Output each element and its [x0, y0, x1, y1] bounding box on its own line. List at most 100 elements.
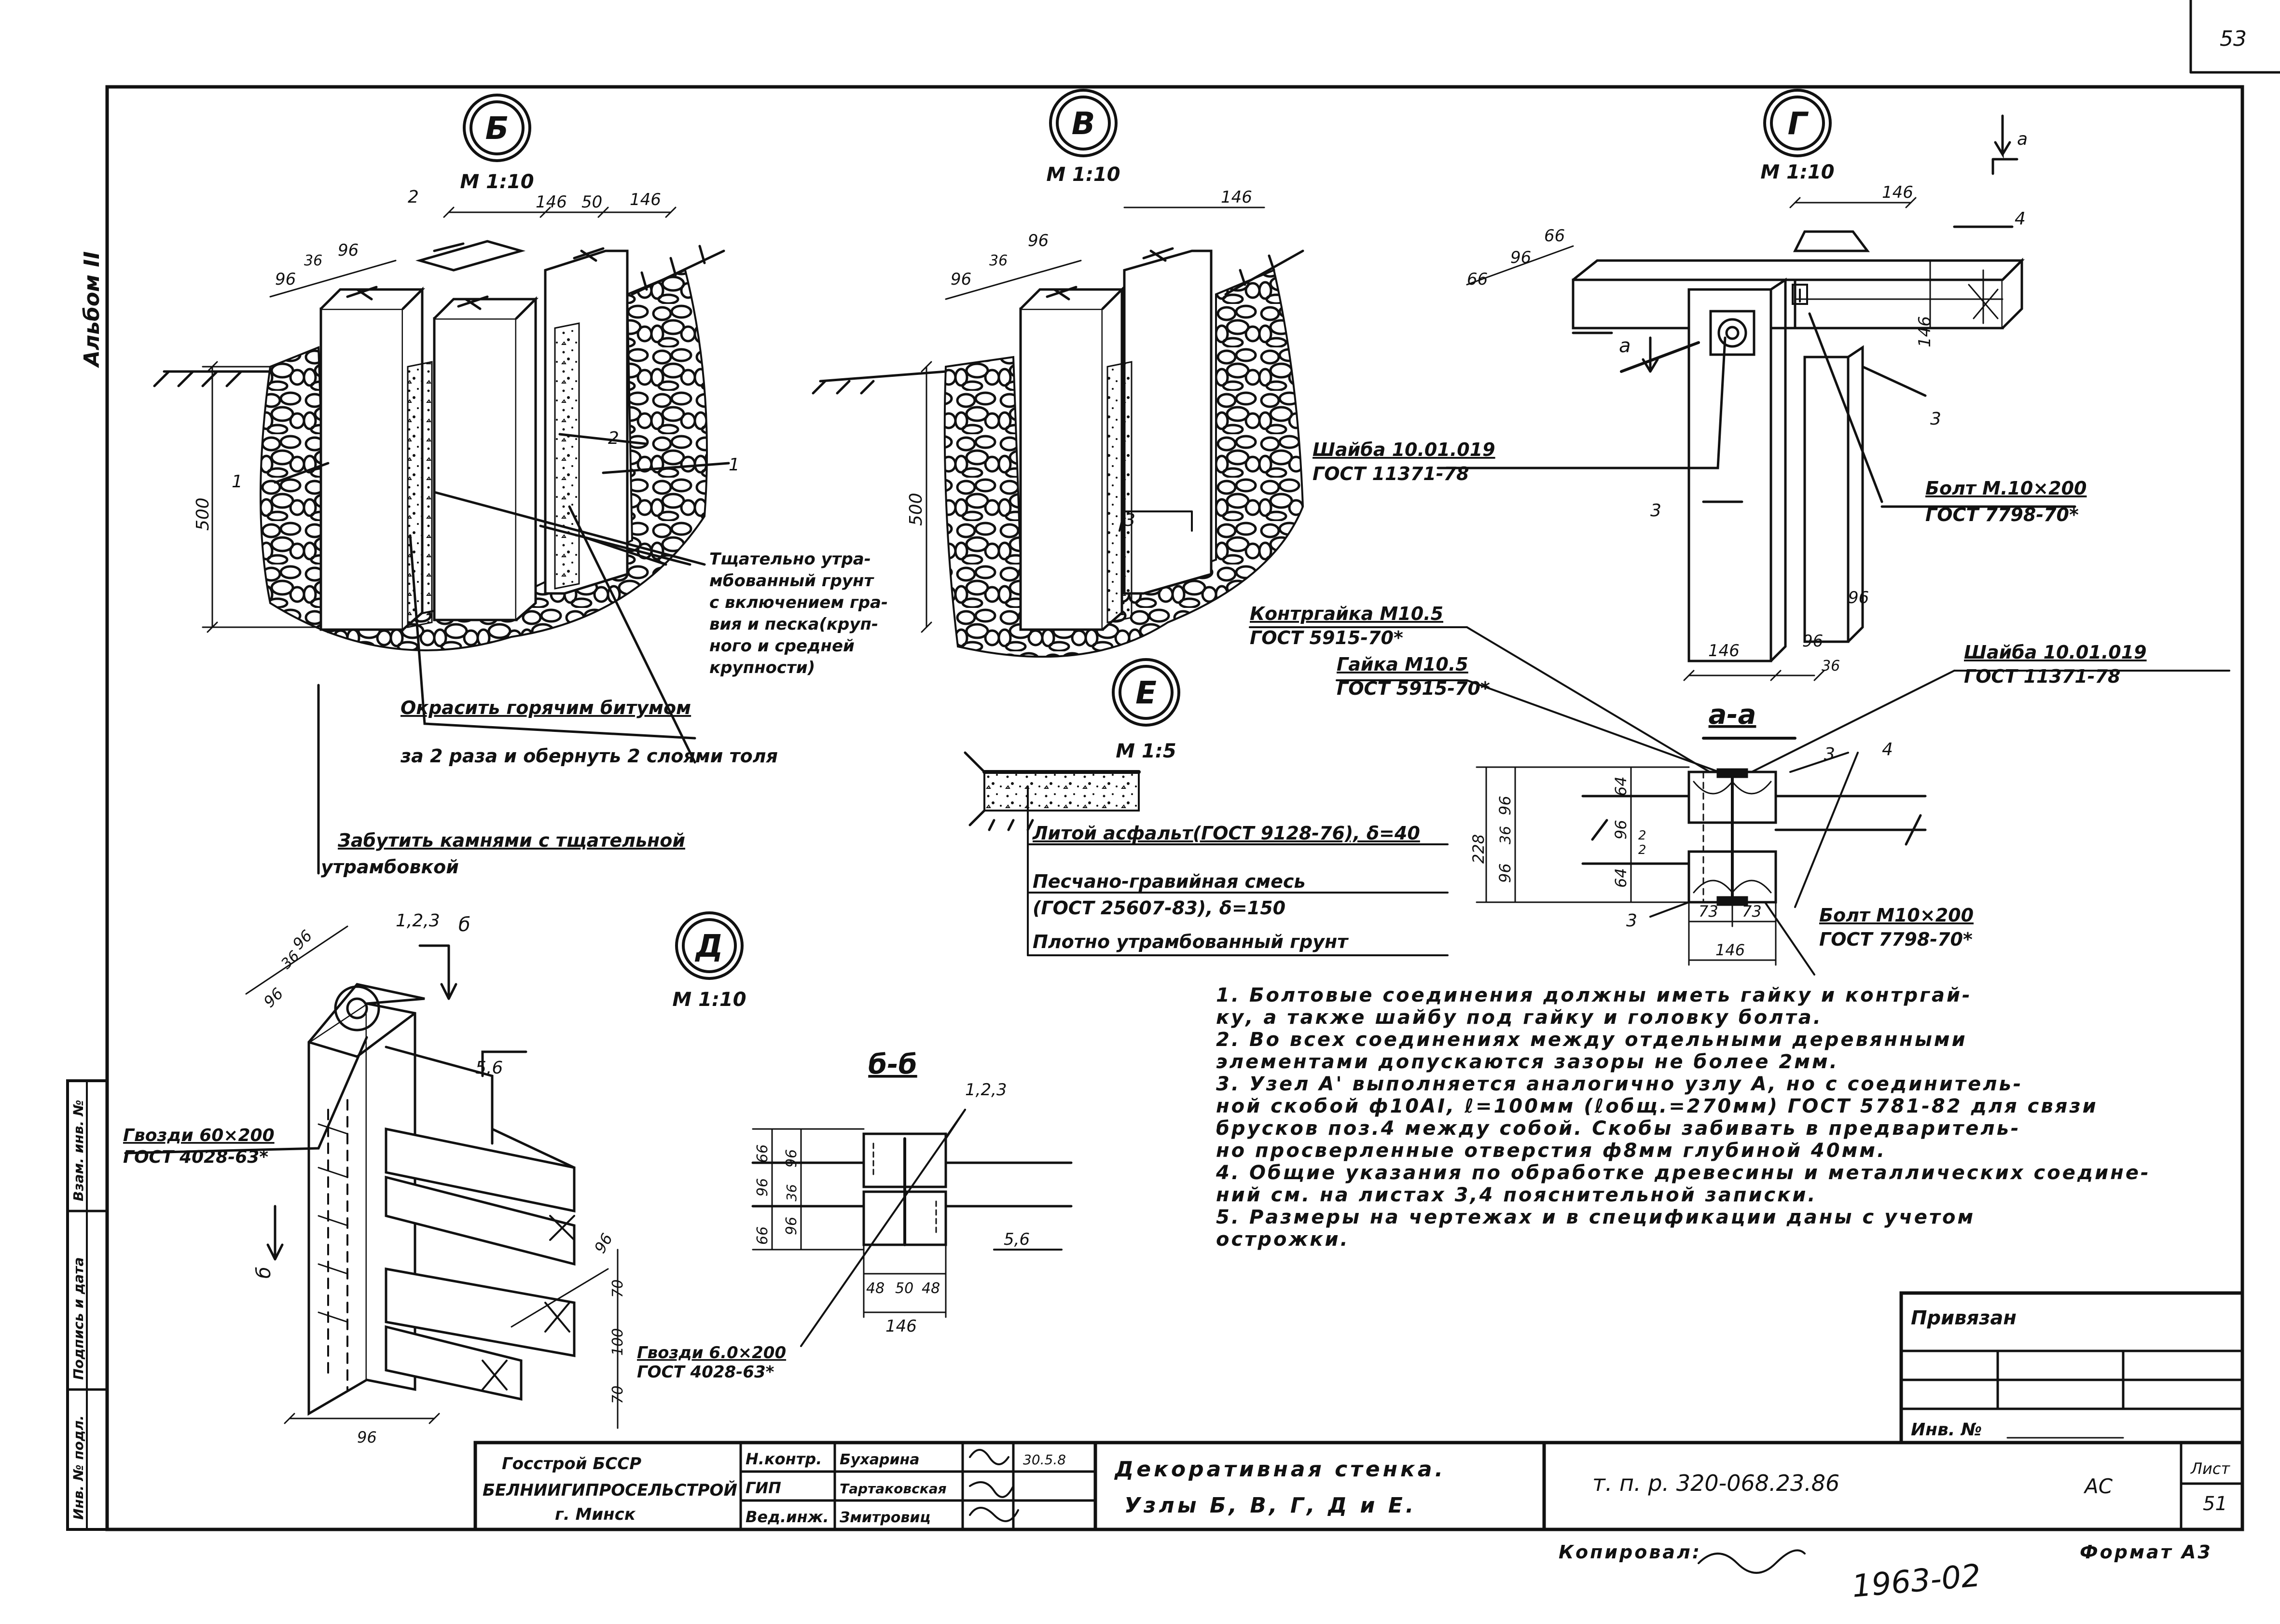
stamp-sheet-label: Лист — [2190, 1459, 2230, 1478]
section-bb-title: б-б — [868, 1049, 917, 1080]
note-line: острожки. — [1216, 1228, 1350, 1251]
aa-36: 36 — [1497, 826, 1514, 844]
dim-b-50: 50 — [581, 193, 602, 212]
d-96d: 96 — [357, 1428, 377, 1446]
stamp-stage: АС — [2083, 1474, 2113, 1498]
dim-v-500: 500 — [906, 493, 926, 526]
bb-ref56: 5,6 — [1004, 1230, 1030, 1249]
stones-line1: Забутить камнями с тщательной — [337, 830, 685, 851]
stamp-date: 30.5.8 — [1023, 1452, 1066, 1468]
signatures — [969, 1449, 1806, 1574]
bolt1-line1: Болт М.10×200 — [1925, 478, 2087, 499]
bitumen-line1: Окрасить горячим битумом — [401, 697, 691, 718]
dim-g-146c: 146 — [1708, 641, 1740, 661]
node-e-letter: Е — [1135, 675, 1157, 711]
stamp-title-1: Декоративная стенка. — [1114, 1457, 1446, 1482]
stamp-role-2: ГИП — [746, 1479, 781, 1497]
section-mark-a2: а — [1619, 335, 1631, 357]
node-e-drawing — [964, 751, 1449, 956]
stamp-handwritten: 1963-02 — [1851, 1558, 1982, 1605]
node-v-drawing — [812, 206, 1304, 658]
section-aa-drawing — [1476, 737, 1927, 966]
dim-b-146b: 146 — [630, 190, 661, 209]
layer-2: Песчано-гравийная смесь — [1033, 871, 1305, 892]
node-d-letter: Д — [695, 929, 723, 964]
bb-50: 50 — [895, 1280, 913, 1297]
stamp-role-3: Вед.инж. — [746, 1508, 829, 1526]
aa-2b: 2 — [1638, 843, 1646, 857]
washer1-line2: ГОСТ 11371-78 — [1313, 463, 1469, 484]
soil-line5: ного и средней — [709, 636, 855, 656]
general-notes: 1. Болтовые соединения должны иметь гайк… — [1216, 984, 2151, 1251]
washer2-line2: ГОСТ 11371-78 — [1964, 666, 2120, 687]
note-line: но просверленные отверстия ф8мм глубиной… — [1216, 1140, 1887, 1162]
soil-line2: мбованный грунт — [709, 571, 874, 591]
nail2-line2: ГОСТ 4028-63* — [637, 1363, 774, 1382]
pos-b-1a: 1 — [232, 472, 243, 492]
aa-228: 228 — [1469, 834, 1488, 864]
pos-v-3: 3 — [1124, 510, 1135, 530]
stamp-title-2: Узлы Б, В, Г, Д и Е. — [1124, 1493, 1416, 1518]
stamp-copied: Копировал: — [1559, 1541, 1701, 1563]
side-stamp-1: Инв. № подл. — [70, 1415, 86, 1520]
dim-v-36: 36 — [989, 252, 1008, 269]
d-section-b2: б — [253, 1266, 275, 1279]
node-g-drawing — [1437, 114, 2076, 681]
node-d-drawing — [124, 925, 619, 1429]
dim-b-36: 36 — [304, 252, 322, 269]
bolt2-line1: Болт М10×200 — [1819, 905, 1974, 926]
stamp-format: Формат А3 — [2080, 1541, 2212, 1563]
drawing-text: 53 Альбом II Б В Г Е Д М 1:10 М 1:10 М 1… — [70, 27, 2247, 1605]
dim-b-146a: 146 — [536, 193, 567, 212]
bb-146: 146 — [885, 1317, 917, 1336]
note-line: 2. Во всех соединениях между отдельными … — [1216, 1029, 1967, 1051]
album-label: Альбом II — [80, 251, 104, 368]
bb-96c: 96 — [783, 1217, 800, 1235]
soil-line6: крупности) — [709, 658, 815, 677]
node-circles — [463, 89, 1832, 980]
node-e-scale: М 1:5 — [1116, 740, 1176, 762]
aa-pos3b: 3 — [1626, 911, 1637, 931]
note-line: брусков поз.4 между собой. Скобы забиват… — [1216, 1117, 2021, 1140]
stamp-inv: Инв. № — [1911, 1420, 1982, 1440]
nail1-line2: ГОСТ 4028-63* — [123, 1147, 268, 1167]
dim-g-146a: 146 — [1882, 183, 1913, 202]
aa-96c: 96 — [1612, 820, 1630, 840]
node-g-letter: Г — [1788, 106, 1809, 142]
stamp-sheet-no: 51 — [2203, 1493, 2227, 1515]
stamp-role-1: Н.контр. — [746, 1450, 822, 1468]
locknut-line1: Контргайка М10.5 — [1250, 603, 1443, 624]
aa-73a: 73 — [1699, 902, 1718, 921]
note-line: ний см. на листах 3,4 пояснительной запи… — [1216, 1184, 1817, 1206]
d-70a: 70 — [609, 1280, 626, 1298]
title-block-lines — [473, 1291, 2244, 1531]
aa-2a: 2 — [1638, 828, 1646, 843]
bolt2-line2: ГОСТ 7798-70* — [1819, 929, 1973, 950]
pos-g-3a: 3 — [1930, 409, 1941, 429]
stamp-name-3: Змитровиц — [839, 1509, 931, 1526]
d-96c: 96 — [591, 1230, 616, 1256]
note-line: 1. Болтовые соединения должны иметь гайк… — [1216, 984, 1972, 1006]
node-g-scale: М 1:10 — [1760, 161, 1834, 183]
aa-96a: 96 — [1496, 796, 1514, 815]
d-100: 100 — [609, 1328, 626, 1356]
dim-b-500: 500 — [193, 497, 213, 531]
section-bb-drawing — [751, 1109, 1073, 1347]
aa-pos4: 4 — [1882, 740, 1893, 759]
aa-96b: 96 — [1496, 863, 1514, 883]
corner-number: 53 — [2220, 27, 2247, 51]
stamp-privyazan: Привязан — [1911, 1307, 2017, 1329]
bb-66b: 66 — [754, 1226, 771, 1245]
pos-g-3b: 3 — [1650, 501, 1661, 521]
bitumen-line2: за 2 раза и обернуть 2 слоями толя — [400, 745, 778, 767]
d-96b: 96 — [289, 926, 316, 953]
bb-ref: 1,2,3 — [965, 1080, 1007, 1100]
callout-leaders — [1249, 626, 2230, 976]
stones-line2: утрамбовкой — [321, 856, 459, 878]
aa-64a: 64 — [1612, 776, 1630, 796]
bolt1-line2: ГОСТ 7798-70* — [1925, 504, 2079, 525]
section-aa-title: а-а — [1709, 699, 1756, 730]
pos-b-2a: 2 — [408, 187, 419, 207]
dim-v-96a: 96 — [951, 270, 971, 289]
